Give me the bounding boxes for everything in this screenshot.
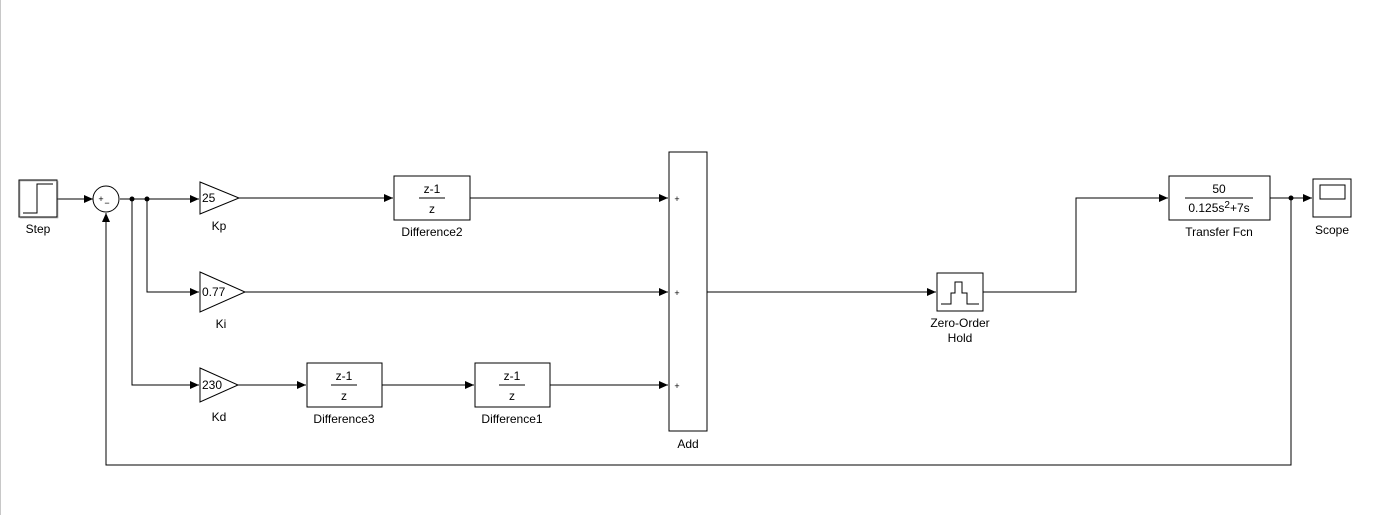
sum-plus-sign: +: [98, 194, 103, 204]
sum-block[interactable]: + −: [92, 185, 120, 213]
difference3-label: Difference3: [313, 412, 374, 426]
add-port3-sign: +: [674, 381, 679, 391]
den-part2: +7s: [1230, 201, 1250, 215]
difference1-block[interactable]: z-1 z Difference1: [474, 362, 551, 426]
branch-point-ki: [144, 196, 150, 202]
ki-label: Ki: [216, 317, 227, 331]
line-error-to-ki[interactable]: [146, 199, 199, 296]
line-error-to-kd[interactable]: [131, 199, 199, 389]
kp-gain-block[interactable]: 25 Kp: [199, 181, 241, 233]
difference2-label: Difference2: [401, 225, 462, 239]
difference3-block[interactable]: z-1 z Difference3: [306, 362, 383, 426]
transfer-fcn-denominator: 0.125s2+7s: [1188, 200, 1249, 215]
sum-minus-sign: −: [104, 198, 109, 208]
transfer-fcn-numerator: 50: [1212, 182, 1226, 196]
ki-value: 0.77: [202, 285, 226, 299]
den-part1: 0.125s: [1188, 201, 1224, 215]
den-exponent: 2: [1224, 200, 1230, 211]
difference2-denominator: z: [429, 202, 435, 216]
add-block[interactable]: + + + Add: [668, 151, 708, 451]
add-label: Add: [677, 437, 698, 451]
zero-order-hold-icon: [941, 281, 979, 305]
add-port2-sign: +: [674, 288, 679, 298]
line-feedback[interactable]: [102, 198, 1292, 466]
difference1-denominator: z: [509, 389, 515, 403]
add-port1-sign: +: [674, 194, 679, 204]
canvas-left-border: [0, 0, 1, 515]
step-block[interactable]: Step: [18, 179, 59, 236]
transfer-fcn-block[interactable]: 50 0.125s2+7s Transfer Fcn: [1168, 175, 1271, 239]
difference2-numerator: z-1: [424, 182, 441, 196]
kp-value: 25: [202, 191, 216, 205]
scope-block[interactable]: Scope: [1312, 178, 1352, 237]
line-zoh-to-transfer-fcn[interactable]: [983, 194, 1168, 293]
difference1-label: Difference1: [481, 412, 542, 426]
zoh-label-line1: Zero-Order: [930, 316, 989, 330]
kp-label: Kp: [212, 219, 227, 233]
kd-value: 230: [202, 378, 222, 392]
branch-point-feedback: [1288, 195, 1294, 201]
zoh-label-line2: Hold: [948, 331, 973, 345]
difference2-block[interactable]: z-1 z Difference2: [393, 175, 471, 239]
step-label: Step: [26, 222, 51, 236]
ki-gain-block[interactable]: 0.77 Ki: [199, 271, 247, 331]
difference3-denominator: z: [341, 389, 347, 403]
signal-lines: [57, 194, 1312, 466]
kd-label: Kd: [212, 410, 227, 424]
difference1-numerator: z-1: [504, 369, 521, 383]
difference3-numerator: z-1: [336, 369, 353, 383]
scope-screen-icon: [1319, 184, 1346, 200]
zero-order-hold-block[interactable]: Zero-Order Hold: [930, 272, 990, 345]
branch-point-kd: [129, 196, 135, 202]
transfer-fcn-label: Transfer Fcn: [1185, 225, 1253, 239]
kd-gain-block[interactable]: 230 Kd: [199, 367, 240, 424]
step-icon: [23, 183, 53, 214]
scope-label: Scope: [1315, 223, 1349, 237]
